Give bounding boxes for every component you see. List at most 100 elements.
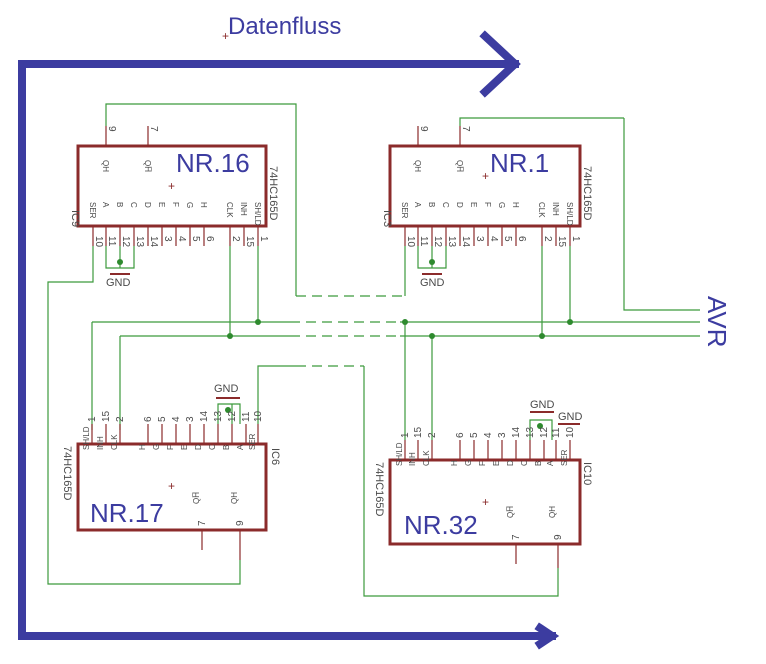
pin-number: 10 <box>565 426 576 438</box>
wire <box>105 103 297 296</box>
wire <box>257 365 296 424</box>
junction-dot <box>429 259 435 265</box>
chip-ref: IC10 <box>581 462 593 485</box>
pin-number: 5 <box>502 236 513 242</box>
pin-number: 11 <box>241 411 252 422</box>
chip-part: 74HC165D <box>373 462 385 516</box>
pin-name: QH̅ <box>455 160 464 172</box>
pin-name: QH <box>101 160 110 172</box>
pin-name: H <box>511 202 520 208</box>
pin-name: CLK <box>537 202 546 218</box>
wire <box>47 246 241 585</box>
pin-name: E <box>492 461 501 466</box>
pin-number: 11 <box>418 236 429 247</box>
junction-dot <box>117 259 123 265</box>
pin-name: D <box>143 202 152 208</box>
pin-name: QH <box>548 506 557 518</box>
pin-number: 6 <box>143 416 154 422</box>
pin-name: QH <box>230 492 239 504</box>
pin-name: D <box>455 202 464 208</box>
pin-name: QH̅ <box>506 506 515 518</box>
pin-number: 2 <box>427 432 438 438</box>
pin-name: D <box>194 444 203 450</box>
junction-dot <box>539 333 545 339</box>
chip-bottom-pins <box>91 424 259 444</box>
chip-ref: IC3 <box>381 210 393 227</box>
origin-mark: + <box>482 495 489 509</box>
wire <box>217 403 241 424</box>
pin-number: 4 <box>483 432 494 438</box>
pin-number: 13 <box>213 410 224 422</box>
pin-name: CLK <box>110 434 119 450</box>
pin-number: 5 <box>469 432 480 438</box>
pin-number: 13 <box>446 236 457 248</box>
pin-number: 6 <box>204 236 215 242</box>
pin-labels: 9QH7QH̅10SER11A12B13C14D3E4F5G6H2CLK15IN… <box>82 126 581 540</box>
pin-name: F <box>166 445 175 450</box>
dataflow-bus-line <box>18 60 519 636</box>
gnd-label: GND <box>214 383 239 395</box>
pin-number: 10 <box>253 410 264 422</box>
pin-number: 7 <box>511 534 522 540</box>
pin-name: SH/LD <box>253 202 262 226</box>
pin-number: 14 <box>460 236 471 248</box>
chip-nr17: NR.17 IC6 74HC165D + GND <box>61 365 559 597</box>
pin-number: 13 <box>525 426 536 438</box>
pin-name: E <box>469 202 478 207</box>
pin-name: C <box>441 202 450 208</box>
chip-bottom-pins <box>404 226 571 246</box>
pin-name: A <box>413 202 422 208</box>
pin-number: 1 <box>87 416 98 422</box>
pin-name: QH <box>413 160 422 172</box>
pin-number: 9 <box>235 520 246 526</box>
chip-part: 74HC165D <box>581 166 593 220</box>
pin-number: 1 <box>570 236 581 242</box>
chip-ref: IC6 <box>269 448 281 465</box>
pin-name: B <box>534 461 543 466</box>
wire <box>363 366 559 597</box>
pin-name: SER <box>400 202 409 219</box>
junction-dot <box>429 333 435 339</box>
avr-wires <box>91 118 700 430</box>
pin-name: SER <box>560 449 569 466</box>
pin-number: 12 <box>120 236 131 248</box>
wire <box>529 419 553 440</box>
pin-number: 4 <box>488 236 499 242</box>
junction-dot <box>255 319 261 325</box>
pin-name: C <box>520 460 529 466</box>
junction-dot <box>225 407 231 413</box>
pin-number: 3 <box>474 236 485 242</box>
pin-number: 3 <box>497 432 508 438</box>
junction-dot <box>227 333 233 339</box>
pin-name: INH <box>96 436 105 450</box>
pin-number: 4 <box>176 236 187 242</box>
pin-number: 15 <box>413 426 424 438</box>
origin-mark: + <box>482 169 489 183</box>
pin-number: 6 <box>455 432 466 438</box>
pin-name: SER <box>88 202 97 219</box>
pin-number: 15 <box>556 236 567 248</box>
pin-name: F <box>483 202 492 207</box>
pin-name: SH/LD <box>565 202 574 226</box>
pin-name: A <box>101 202 110 208</box>
chip-nr16: NR.16 IC9 74HC165D + GND <box>47 103 404 585</box>
chip-top-pins <box>105 126 149 146</box>
pin-name: G <box>152 444 161 450</box>
pin-name: B <box>427 202 436 207</box>
chip-name: NR.32 <box>404 510 478 540</box>
pin-name: H <box>199 202 208 208</box>
dataflow-bottom-arrowhead <box>534 622 560 650</box>
origin-mark: + <box>168 179 175 193</box>
pin-name: H <box>450 460 459 466</box>
pin-number: 5 <box>157 416 168 422</box>
pin-number: 11 <box>551 427 562 438</box>
pin-name: D <box>506 460 515 466</box>
wire <box>459 117 624 126</box>
pin-number: 7 <box>460 126 471 132</box>
chip-top-pins <box>515 544 559 568</box>
chip-top-pins <box>201 530 241 560</box>
origin-mark: + <box>168 479 175 493</box>
pin-number: 2 <box>542 236 553 242</box>
gnd-label: GND <box>420 277 445 289</box>
pin-number: 11 <box>106 236 117 247</box>
